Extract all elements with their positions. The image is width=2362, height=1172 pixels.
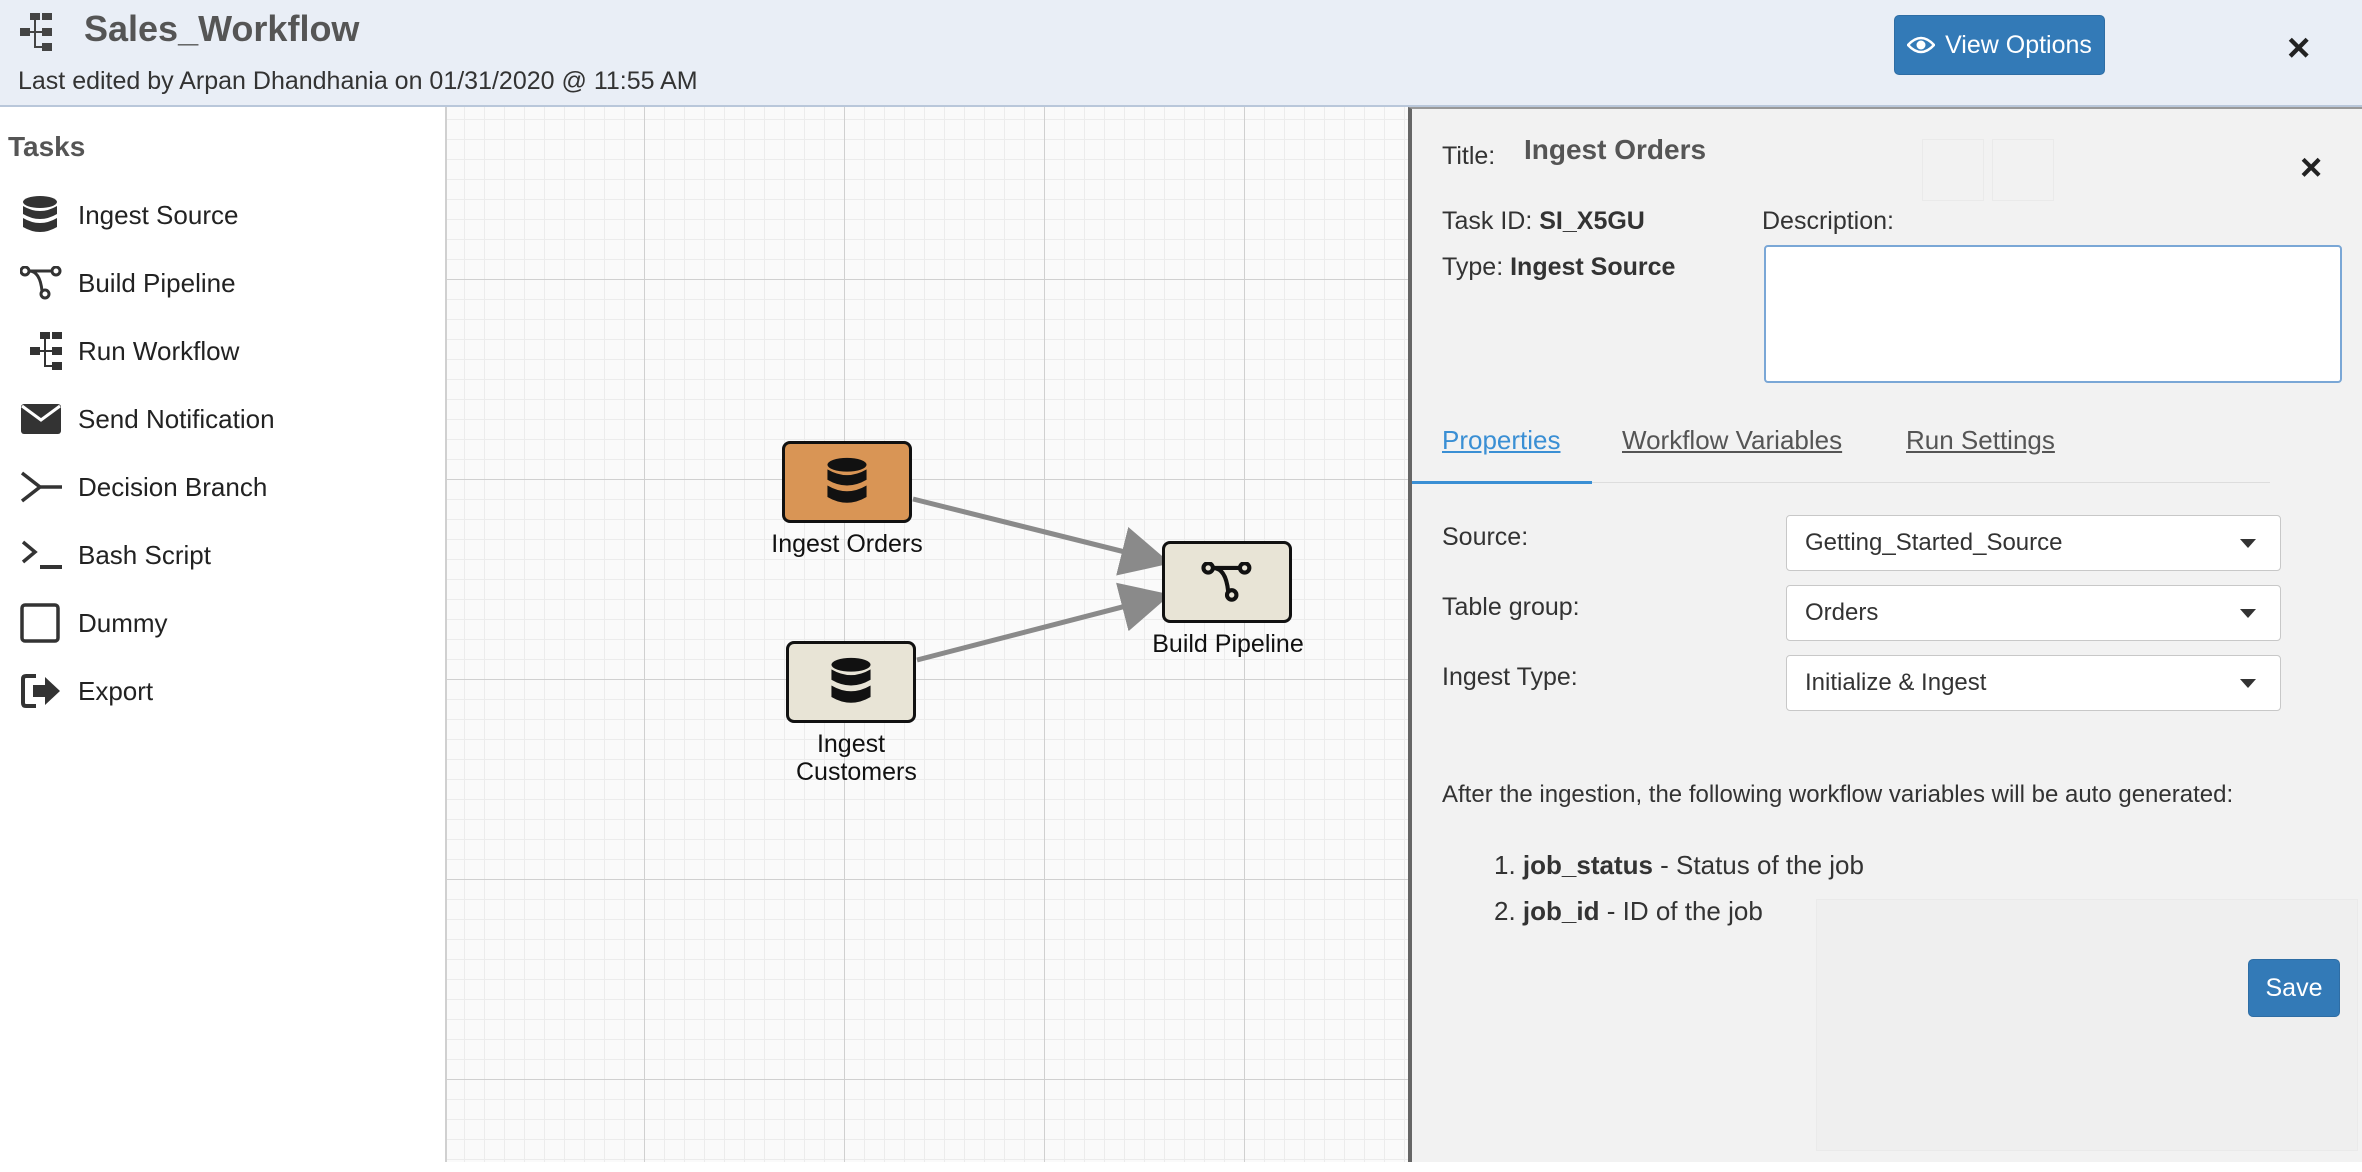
- task-id-row: Task ID: SI_X5GU: [1442, 207, 1645, 236]
- ingest-type-select[interactable]: Initialize & Ingest: [1786, 655, 2281, 711]
- last-edited-info: Last edited by Arpan Dhandhania on 01/31…: [18, 67, 698, 95]
- edge-orders-to-pipeline: [912, 496, 1171, 576]
- table-group-select[interactable]: Orders: [1786, 585, 2281, 641]
- description-textarea[interactable]: [1764, 245, 2342, 383]
- close-panel-button[interactable]: ×: [2300, 147, 2323, 189]
- source-select[interactable]: Getting_Started_Source: [1786, 515, 2281, 571]
- sidebar-item-dummy[interactable]: Dummy: [20, 599, 168, 647]
- task-properties-panel: Title: Ingest Orders × Task ID: SI_X5GU …: [1408, 107, 2362, 1162]
- variable-item: 1. job_status - Status of the job: [1494, 850, 1864, 881]
- type-row: Type: Ingest Source: [1442, 253, 1675, 282]
- node-ingest-orders[interactable]: [782, 441, 912, 523]
- variable-item: 2. job_id - ID of the job: [1494, 896, 1763, 927]
- sidebar-item-bash-script[interactable]: Bash Script: [20, 531, 211, 579]
- branch-icon: [20, 471, 62, 503]
- header: Sales_Workflow Last edited by Arpan Dhan…: [0, 0, 2362, 107]
- ingest-type-select-value: Initialize & Ingest: [1805, 669, 1987, 696]
- workflow-title: Sales_Workflow: [84, 8, 360, 49]
- workflow-canvas[interactable]: Ingest Orders Ingest Customers Build Pip…: [447, 107, 1410, 1162]
- tasks-heading: Tasks: [8, 131, 86, 162]
- table-group-select-value: Orders: [1805, 599, 1879, 626]
- eye-icon: [1907, 36, 1936, 54]
- zoom-in-ghost: [1922, 139, 1984, 201]
- view-options-label: View Options: [1945, 30, 2092, 59]
- workflow-icon: [30, 332, 62, 370]
- ingest-type-label: Ingest Type:: [1442, 663, 1578, 691]
- minimap-ghost: [1816, 899, 2358, 1151]
- node-label-ingest-orders: Ingest Orders: [771, 530, 923, 558]
- database-icon: [827, 457, 867, 503]
- tab-workflow-variables[interactable]: Workflow Variables: [1622, 425, 1843, 455]
- task-id-label: Task ID:: [1442, 207, 1533, 235]
- variable-number: 1.: [1494, 850, 1516, 880]
- tab-divider: [1592, 482, 2270, 483]
- connector-edges: [912, 496, 1171, 663]
- export-icon: [21, 674, 60, 708]
- sidebar-item-label: Bash Script: [78, 539, 211, 570]
- sidebar-item-label: Decision Branch: [78, 471, 268, 502]
- variable-desc: - Status of the job: [1652, 850, 1864, 880]
- sidebar-item-label: Send Notification: [78, 403, 275, 434]
- active-tab-indicator: [1412, 481, 1592, 484]
- auto-variables-note: After the ingestion, the following workf…: [1442, 781, 2234, 808]
- sidebar-item-label: Build Pipeline: [78, 267, 236, 298]
- type-value: Ingest Source: [1510, 253, 1676, 281]
- zoom-out-ghost: [1992, 139, 2054, 201]
- database-icon: [23, 196, 57, 232]
- pipeline-icon: [1201, 562, 1252, 602]
- table-group-label: Table group:: [1442, 593, 1580, 621]
- pipeline-icon: [20, 266, 62, 300]
- source-label: Source:: [1442, 523, 1529, 551]
- chevron-down-icon: [2240, 609, 2256, 618]
- variable-number: 2.: [1494, 896, 1516, 926]
- database-icon: [831, 657, 871, 703]
- close-workflow-button[interactable]: ×: [2287, 26, 2311, 70]
- sidebar-item-ingest-source[interactable]: Ingest Source: [20, 191, 238, 239]
- envelope-icon: [21, 404, 61, 434]
- sidebar-item-label: Run Workflow: [78, 335, 240, 366]
- edge-customers-to-pipeline: [916, 582, 1171, 663]
- workflow-icon: [20, 13, 52, 51]
- source-select-value: Getting_Started_Source: [1805, 529, 2063, 556]
- sidebar-item-label: Export: [78, 675, 154, 706]
- description-label: Description:: [1762, 207, 1894, 235]
- save-button[interactable]: Save: [2248, 959, 2340, 1017]
- tasks-sidebar: Tasks Ingest Source Build Pipeline: [0, 107, 447, 1162]
- variable-desc: - ID of the job: [1599, 896, 1763, 926]
- variable-name: job_id: [1522, 896, 1600, 926]
- sidebar-item-decision-branch[interactable]: Decision Branch: [20, 463, 267, 511]
- terminal-icon: [21, 540, 62, 569]
- sidebar-item-send-notification[interactable]: Send Notification: [20, 395, 275, 443]
- type-label: Type:: [1442, 253, 1504, 281]
- sidebar-item-build-pipeline[interactable]: Build Pipeline: [20, 259, 236, 307]
- variable-name: job_status: [1522, 850, 1653, 880]
- node-build-pipeline[interactable]: [1162, 541, 1292, 623]
- node-label-build-pipeline: Build Pipeline: [1152, 630, 1304, 658]
- sidebar-item-label: Ingest Source: [78, 199, 239, 230]
- chevron-down-icon: [2240, 679, 2256, 688]
- node-label-ingest-customers: Ingest Customers: [751, 730, 951, 786]
- sidebar-item-label: Dummy: [78, 607, 168, 638]
- square-icon: [20, 603, 60, 643]
- tab-run-settings[interactable]: Run Settings: [1906, 425, 2055, 455]
- node-ingest-customers[interactable]: [786, 641, 916, 723]
- task-title-value: Ingest Orders: [1524, 134, 1707, 165]
- sidebar-item-run-workflow[interactable]: Run Workflow: [20, 327, 239, 375]
- task-id-value: SI_X5GU: [1539, 207, 1645, 235]
- chevron-down-icon: [2240, 539, 2256, 548]
- sidebar-item-export[interactable]: Export: [20, 667, 153, 715]
- view-options-button[interactable]: View Options: [1894, 15, 2105, 75]
- title-label: Title:: [1442, 142, 1496, 170]
- tab-properties[interactable]: Properties: [1442, 425, 1561, 455]
- node-label-text: Ingest Customers: [796, 730, 917, 786]
